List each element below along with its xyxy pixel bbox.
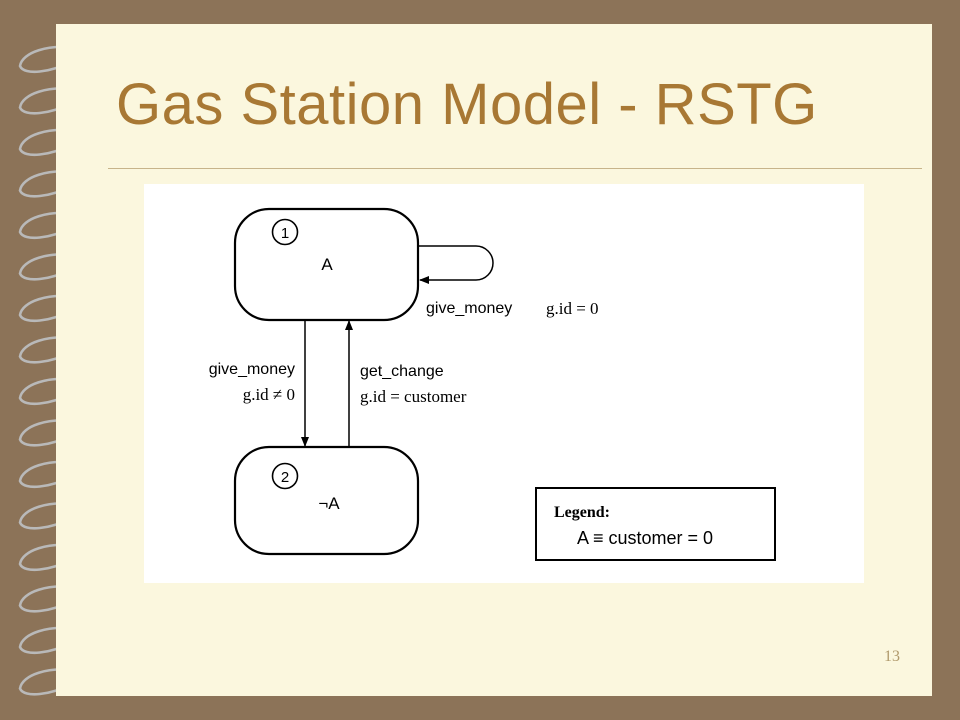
state-1: 1 A — [233, 207, 420, 322]
page-title: Gas Station Model - RSTG — [116, 72, 818, 137]
binding-ring — [18, 87, 75, 115]
transition-event: get_change — [360, 363, 444, 380]
binding-ring — [18, 336, 75, 364]
transition-event: give_money — [209, 361, 295, 378]
state-number: 1 — [281, 225, 289, 242]
state-number-badge — [271, 218, 299, 246]
state-label: ¬A — [318, 494, 340, 513]
binding-ring — [18, 585, 75, 613]
legend-box: Legend: A ≡ customer = 0 — [535, 487, 776, 561]
binding-ring — [18, 419, 75, 447]
rstg-diagram: 1 A 2 ¬A give_money g.id = 0 give_money … — [144, 184, 864, 583]
title-divider — [108, 168, 922, 169]
binding-ring — [18, 502, 75, 530]
transition-guard: g.id = customer — [360, 387, 467, 406]
binding-ring — [18, 460, 75, 489]
binding-ring — [18, 668, 75, 696]
state-number-badge — [271, 462, 299, 490]
state-number: 2 — [281, 469, 289, 486]
state-label: A — [321, 255, 333, 274]
legend-entry: A ≡ customer = 0 — [577, 528, 713, 548]
slide-number: 13 — [884, 648, 900, 665]
binding-ring — [18, 211, 75, 240]
transition-guard: g.id ≠ 0 — [243, 385, 295, 404]
legend-title: Legend: — [554, 504, 610, 521]
binding-ring — [18, 170, 75, 198]
binding-ring — [18, 377, 75, 406]
binding-ring — [18, 45, 75, 74]
state-2: 2 ¬A — [233, 445, 420, 556]
self-loop-arrow — [418, 245, 494, 284]
transition-event: give_money — [426, 300, 512, 317]
binding-ring — [18, 294, 75, 323]
binding-ring — [18, 626, 75, 655]
transition-guard: g.id = 0 — [546, 299, 599, 318]
binding-ring — [18, 128, 75, 157]
binding-ring — [18, 253, 75, 281]
binding-ring — [18, 543, 75, 572]
